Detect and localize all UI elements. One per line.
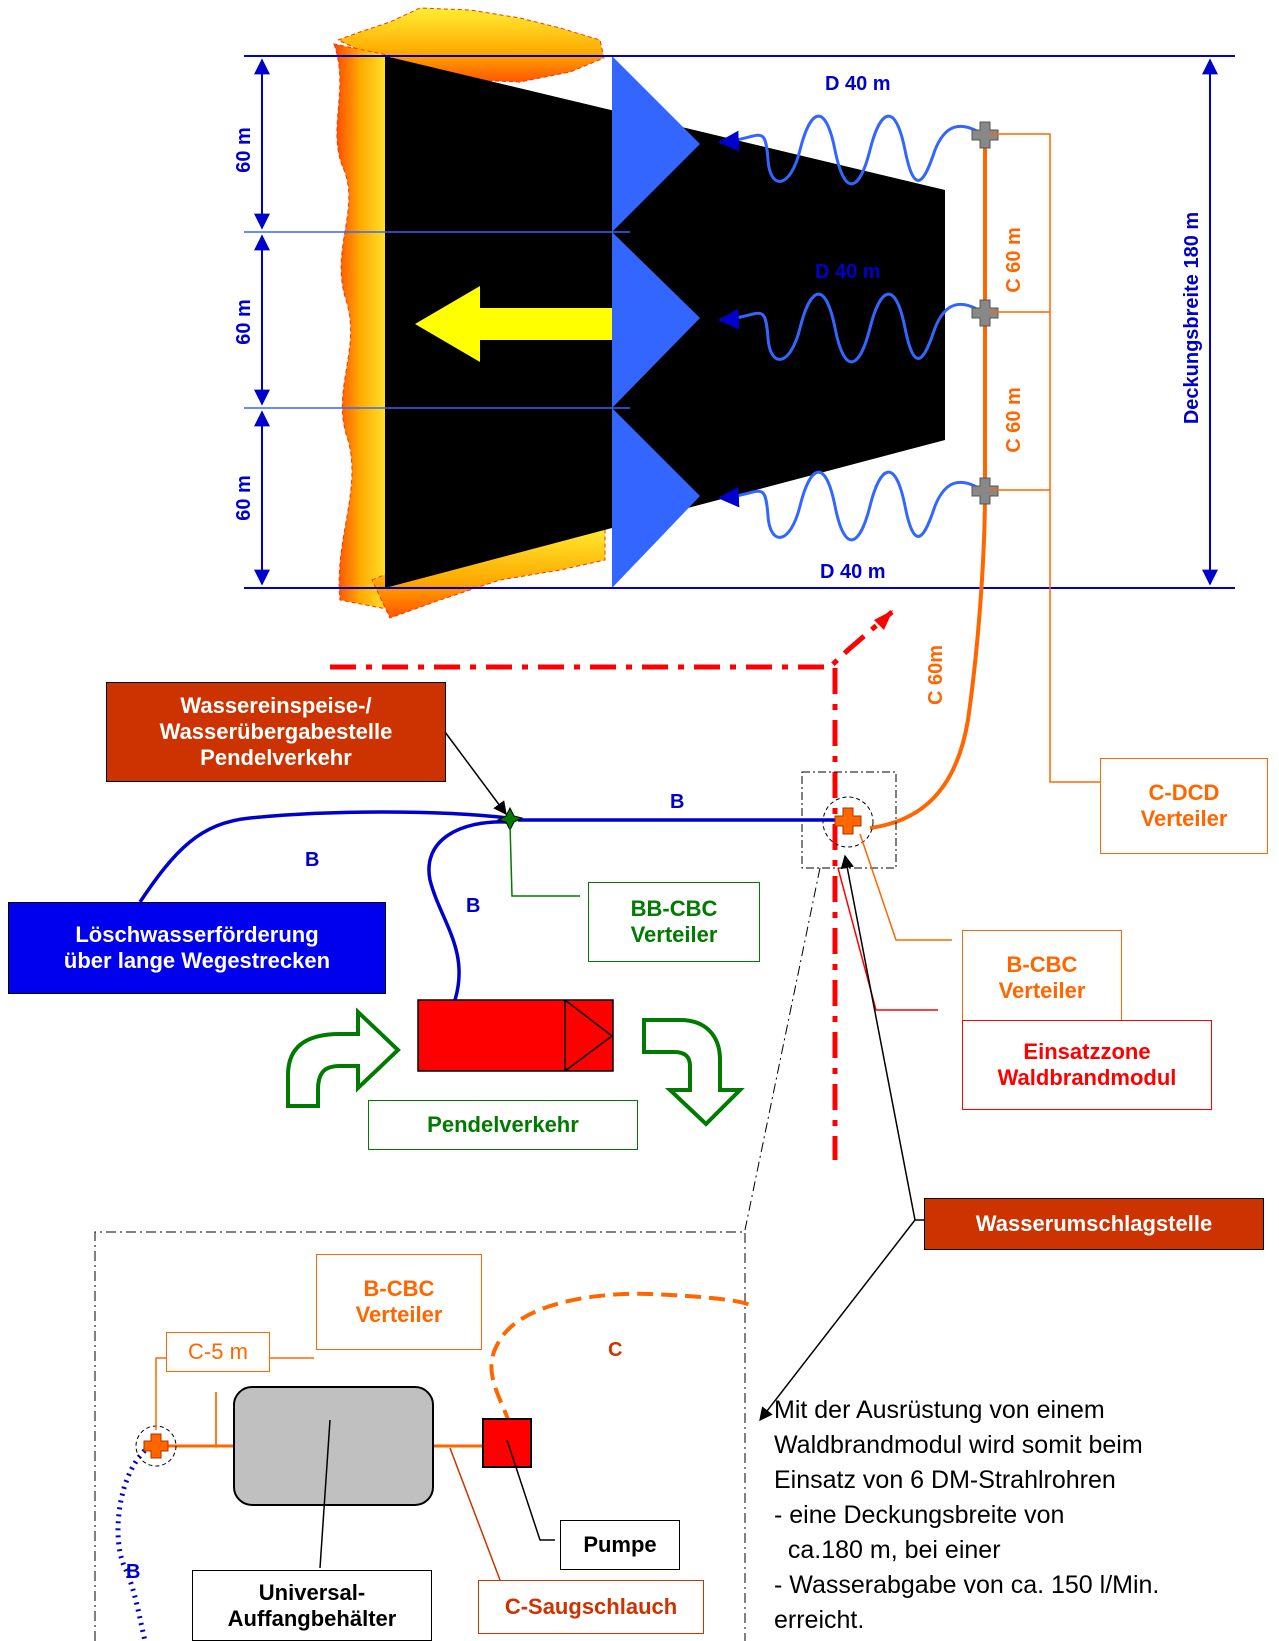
pumpe-box: Pumpe — [560, 1520, 680, 1570]
c-hose-label-upper: C 60 m — [1003, 227, 1025, 293]
auffangbehaelter-line-2: Auffangbehälter — [227, 1605, 397, 1631]
note-line-4: - eine Deckungsbreite von — [774, 1501, 1065, 1529]
note-line-5: ca.180 m, bei einer — [774, 1536, 1001, 1564]
b-hose-label-left: B — [305, 849, 319, 871]
bbcbc-box: BB-CBC Verteiler — [588, 882, 760, 962]
cdcd-line-2: Verteiler — [1140, 806, 1228, 831]
wassereinspeise-line-3: Pendelverkehr — [200, 745, 352, 770]
note-line-3: Einsatz von 6 DM-Strahlrohren — [774, 1466, 1116, 1494]
bbcbc-line-1: BB-CBC — [630, 896, 718, 921]
note-line-1: Mit der Ausrüstung von einem — [774, 1396, 1105, 1424]
dim-label-2: 60 m — [233, 299, 255, 345]
note-line-2: Waldbrandmodul wird somit beim — [774, 1431, 1143, 1459]
green-arrow-right-icon — [642, 1018, 745, 1127]
cdcd-box: C-DCD Verteiler — [1100, 758, 1268, 854]
einsatzzone-line-2: Waldbrandmodul — [997, 1065, 1177, 1090]
d-hose-label-middle: D 40 m — [815, 261, 881, 283]
bcbc-line-2: Verteiler — [998, 978, 1086, 1003]
d-hose-label-top: D 40 m — [825, 73, 891, 95]
cross-icon-middle — [971, 299, 999, 327]
bcbc-circle — [822, 796, 874, 848]
direction-arrow — [415, 286, 612, 362]
c5m-label: C-5 m — [188, 1339, 248, 1364]
wassereinspeise-line-1: Wassereinspeise-/ — [180, 693, 372, 718]
cross-icon-top — [971, 121, 999, 149]
einsatzzone-arrowhead — [874, 610, 893, 630]
cross-icon-bottom — [971, 477, 999, 505]
distributor-crosses — [971, 121, 999, 505]
auffangbehaelter-tank — [233, 1386, 434, 1506]
d-hoses — [717, 114, 983, 542]
inset-bcbc-cross-icon — [143, 1433, 169, 1459]
inset-b-label: B — [126, 1561, 140, 1583]
inset-bcbc-box: B-CBC Verteiler — [316, 1254, 482, 1350]
wassereinspeise-box: Wassereinspeise-/ Wasserübergabestelle P… — [106, 682, 446, 782]
c5m-box: C-5 m — [166, 1332, 270, 1372]
einsatzzone-line — [330, 610, 894, 1160]
c-hose-label-lower: C 60 m — [1003, 387, 1025, 453]
summary-note: Mit der Ausrüstung von einem Waldbrandmo… — [774, 1393, 1279, 1638]
dim-label-3: 60 m — [233, 475, 255, 521]
bcbc-cross-icon — [834, 807, 862, 835]
spray-zone-bottom — [612, 408, 700, 588]
loeschwasser-line-2: über lange Wegestrecken — [63, 948, 331, 973]
inset-c-label: C — [608, 1339, 622, 1361]
saugschlauch-label: C-Saugschlauch — [504, 1594, 678, 1619]
pendelverkehr-box: Pendelverkehr — [368, 1100, 638, 1150]
spray-zone-middle — [612, 232, 700, 408]
note-line-7: erreicht. — [774, 1606, 865, 1634]
wassereinspeise-line-2: Wasserübergabestelle — [159, 719, 393, 744]
einsatzzone-box: Einsatzzone Waldbrandmodul — [962, 1020, 1212, 1110]
bcbc-box: B-CBC Verteiler — [962, 930, 1122, 1026]
b-hose-label-truck: B — [466, 895, 480, 917]
cdcd-line-1: C-DCD — [1148, 780, 1220, 805]
pumpe-label: Pumpe — [583, 1532, 657, 1557]
bcbc-line-1: B-CBC — [1006, 952, 1078, 977]
c-hose-label-feed: C 60m — [925, 645, 947, 705]
auffangbehaelter-line-1: Universal- — [258, 1579, 366, 1605]
einsatzzone-line-1: Einsatzzone — [1023, 1039, 1151, 1064]
inset-bcbc-line-1: B-CBC — [363, 1276, 435, 1301]
auffangbehaelter-box: Universal- Auffangbehälter — [192, 1570, 432, 1641]
wasserumschlagstelle-box: Wasserumschlagstelle — [924, 1198, 1264, 1250]
dim-label-1: 60 m — [233, 127, 255, 173]
inset-bcbc-line-2: Verteiler — [355, 1302, 443, 1327]
pendelverkehr-label: Pendelverkehr — [427, 1112, 579, 1137]
d-hose-label-bottom: D 40 m — [820, 561, 886, 583]
spray-zone-top — [612, 56, 700, 232]
wasserumschlagstelle-label: Wasserumschlagstelle — [975, 1211, 1213, 1236]
callout-lines — [444, 731, 952, 1422]
saugschlauch-box: C-Saugschlauch — [478, 1580, 704, 1634]
loeschwasser-line-1: Löschwasserförderung — [75, 922, 319, 947]
b-hose-label-main: B — [670, 791, 684, 813]
b-hoses — [138, 810, 848, 1001]
bbcbc-line-2: Verteiler — [630, 922, 718, 947]
pumpe-icon — [482, 1418, 532, 1468]
loeschwasser-box: Löschwasserförderung über lange Wegestre… — [8, 902, 386, 994]
inset-hoses — [115, 1291, 751, 1641]
inset-frame — [94, 1231, 746, 1641]
note-line-6: - Wasserabgabe von ca. 150 l/Min. — [774, 1571, 1160, 1599]
green-arrow-left-icon — [286, 1007, 401, 1108]
deckungsbreite-label: Deckungsbreite 180 m — [1181, 212, 1203, 424]
cdcd-bracket — [990, 133, 1100, 783]
tanker-truck — [417, 999, 614, 1072]
